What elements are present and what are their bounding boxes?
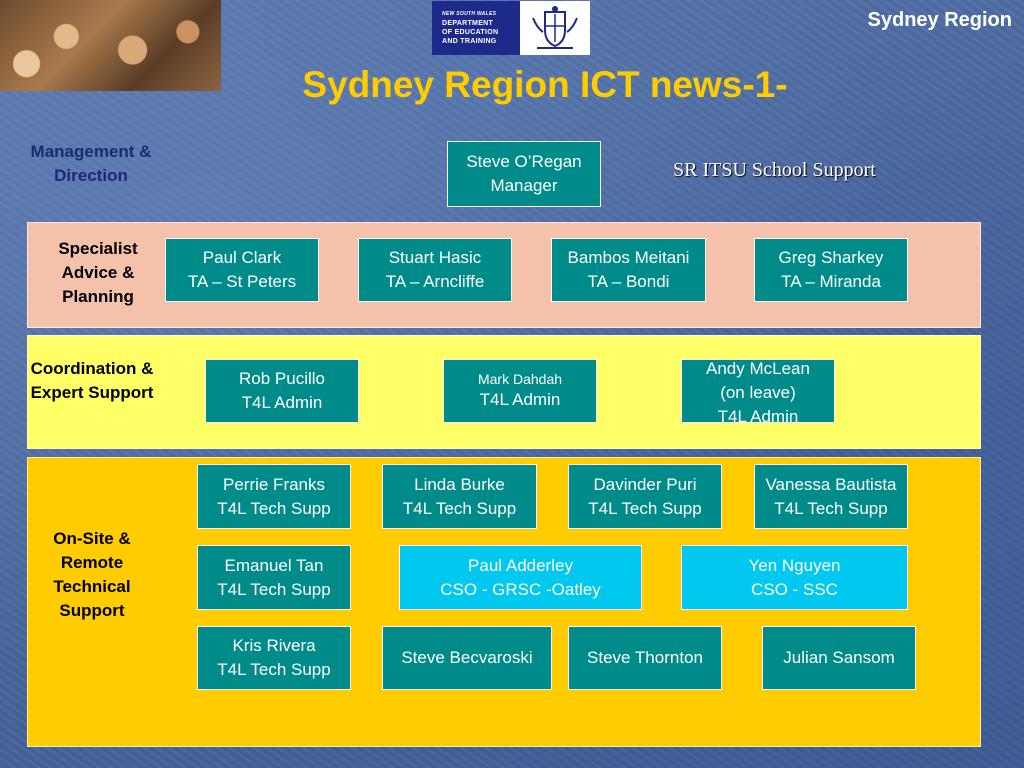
- section-label-onsite: On-Site & Remote Technical Support: [53, 529, 131, 620]
- org-box-onsite: Kris Rivera T4L Tech Supp: [197, 626, 351, 690]
- org-box-onsite: Steve Becvaroski: [382, 626, 552, 690]
- org-box-onsite: Emanuel Tan T4L Tech Supp: [197, 545, 351, 610]
- classroom-photo: [0, 0, 221, 91]
- org-box-coordination: Rob Pucillo T4L Admin: [205, 359, 359, 423]
- org-box-specialist: Bambos Meitani TA – Bondi: [551, 238, 706, 302]
- region-label: Sydney Region: [867, 9, 1012, 31]
- section-label-coordination: Coordination & Expert Support: [30, 359, 154, 402]
- section-label-management: Management & Direction: [30, 142, 152, 185]
- org-box-onsite: Linda Burke T4L Tech Supp: [382, 464, 537, 529]
- org-box-onsite: Vanessa Bautista T4L Tech Supp: [754, 464, 908, 529]
- org-box-specialist: Stuart Hasic TA – Arncliffe: [358, 238, 512, 302]
- section-label-specialist: Specialist Advice & Planning: [58, 239, 138, 306]
- org-box-onsite: Julian Sansom: [762, 626, 916, 690]
- page-title: Sydney Region ICT news-1-: [302, 64, 788, 105]
- org-box-specialist: Paul Clark TA – St Peters: [165, 238, 319, 302]
- itsu-label: SR ITSU School Support: [673, 159, 876, 181]
- org-box-coordination: Mark Dahdah T4L Admin: [443, 359, 597, 423]
- org-box-onsite: Steve Thornton: [568, 626, 722, 690]
- org-box-coordination: Andy McLean (on leave) T4L Admin: [681, 359, 835, 423]
- nsw-det-logo: NEW SOUTH WALES DEPARTMENT OF EDUCATION …: [432, 1, 590, 55]
- org-box-onsite-cso: Yen Nguyen CSO - SSC: [681, 545, 908, 610]
- nsw-crest-icon: [520, 1, 590, 55]
- org-box-onsite-cso: Paul Adderley CSO - GRSC -Oatley: [399, 545, 642, 610]
- org-box-onsite: Perrie Franks T4L Tech Supp: [197, 464, 351, 529]
- org-box-specialist: Greg Sharkey TA – Miranda: [754, 238, 908, 302]
- org-box-manager: Steve O’Regan Manager: [447, 141, 601, 207]
- org-box-onsite: Davinder Puri T4L Tech Supp: [568, 464, 722, 529]
